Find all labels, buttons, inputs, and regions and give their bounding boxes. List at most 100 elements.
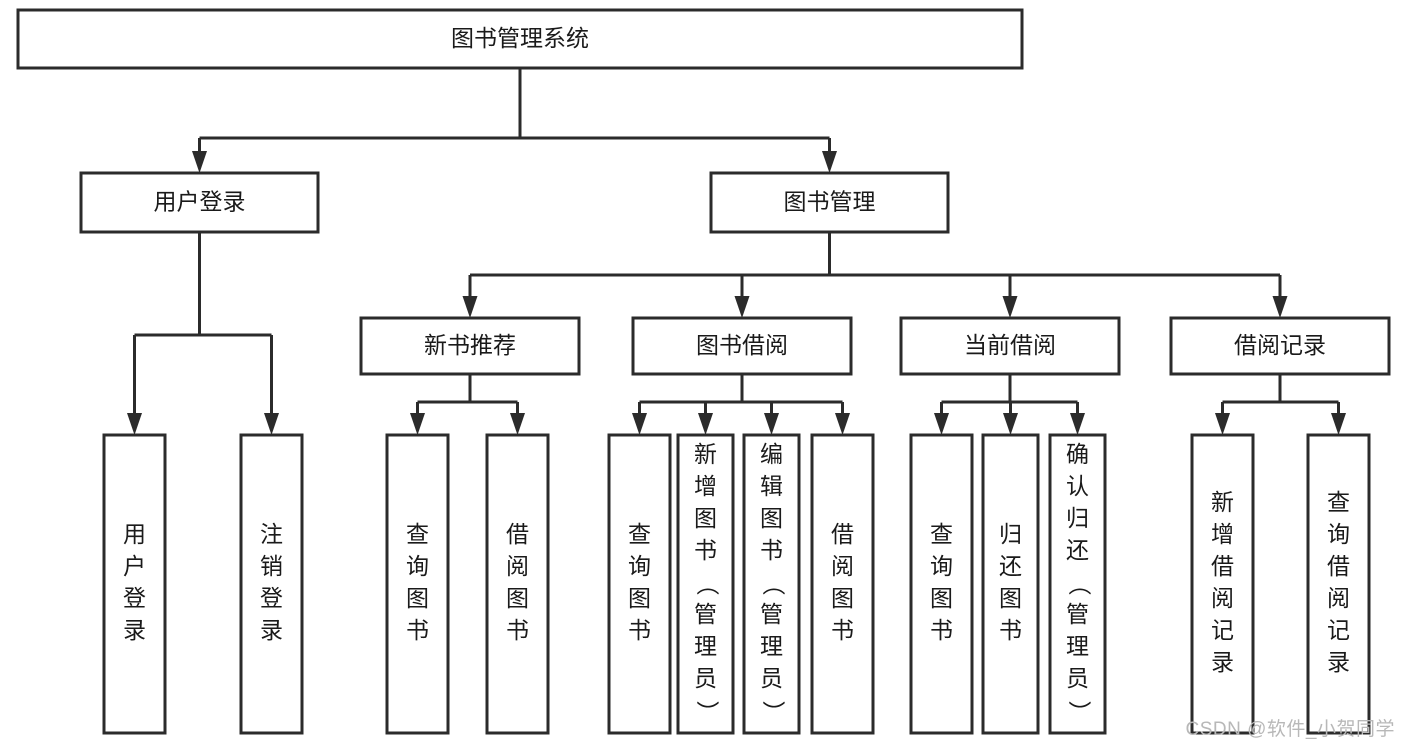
- node-label-char: 书: [694, 537, 717, 563]
- node-label-char: 归: [1066, 505, 1089, 531]
- node-label-char: 用: [123, 521, 146, 547]
- node-label-char: 录: [123, 617, 146, 643]
- node-label-char: 增: [1211, 521, 1234, 547]
- node-box: [1306, 433, 1371, 735]
- node-box: [981, 433, 1040, 735]
- arrow-head-icon: [1331, 413, 1346, 435]
- arrow-head-icon: [1070, 413, 1085, 435]
- node-label-char: ）: [760, 701, 786, 724]
- node-label-char: 录: [1327, 649, 1350, 675]
- node-label-char: 员: [760, 665, 783, 691]
- node-label-char: 书: [506, 617, 529, 643]
- node-box: [676, 433, 735, 735]
- node-label-char: 认: [1066, 473, 1089, 499]
- node-box: [79, 171, 320, 234]
- node-label: 用户登录: [154, 189, 246, 215]
- arrow-head-icon: [822, 151, 837, 173]
- node-label-char: ）: [1066, 701, 1092, 724]
- node-label-char: 图: [406, 585, 429, 611]
- node-label: 图书管理: [784, 189, 876, 215]
- node-label-char: 图: [506, 585, 529, 611]
- node-label-char: 管: [760, 601, 783, 627]
- node-label-char: 编: [760, 441, 783, 467]
- node-label-char: 理: [694, 633, 717, 659]
- node-book-borrow[interactable]: 图书借阅: [631, 316, 853, 376]
- arrow-head-icon: [1272, 296, 1288, 318]
- arrow-head-icon: [698, 413, 713, 435]
- node-label-char: 注: [260, 521, 283, 547]
- node-label-char: 登: [123, 585, 146, 611]
- node-label-char: 查: [1327, 489, 1350, 515]
- arrow-head-icon: [1003, 413, 1018, 435]
- node-label-char: 询: [406, 553, 429, 579]
- node-label-char: 记: [1211, 617, 1234, 643]
- node-label-char: 管: [694, 601, 717, 627]
- node-new-book-recommend[interactable]: 新书推荐: [359, 316, 581, 376]
- node-label-char: 图: [760, 505, 783, 531]
- node-box: [631, 316, 853, 376]
- node-label-char: （: [694, 573, 720, 596]
- node-label: 图书管理系统: [451, 25, 589, 51]
- node-label-char: 新: [1211, 489, 1234, 515]
- node-label-char: 还: [999, 553, 1022, 579]
- edge-group-root: [192, 68, 837, 173]
- node-label-char: 增: [694, 473, 717, 499]
- node-label-char: 图: [694, 505, 717, 531]
- connector-layer: [127, 68, 1346, 435]
- node-box: [16, 8, 1024, 70]
- arrow-head-icon: [510, 413, 525, 435]
- arrow-head-icon: [192, 151, 207, 173]
- node-box: [1048, 433, 1107, 735]
- node-label-char: 书: [831, 617, 854, 643]
- edge-group-new-book-recommend: [410, 374, 525, 435]
- node-box: [810, 433, 875, 735]
- node-label: 借阅记录: [1234, 332, 1326, 358]
- node-label-char: 员: [1066, 665, 1089, 691]
- node-label-char: 询: [628, 553, 651, 579]
- node-leaf-user-login[interactable]: 用户登录: [102, 433, 167, 735]
- node-label-char: 阅: [1211, 585, 1234, 611]
- node-label-char: 借: [831, 521, 854, 547]
- arrow-head-icon: [835, 413, 850, 435]
- node-label-char: （: [1066, 573, 1092, 596]
- arrow-head-icon: [934, 413, 949, 435]
- arrow-head-icon: [462, 296, 478, 318]
- node-label-char: 借: [506, 521, 529, 547]
- arrow-head-icon: [764, 413, 779, 435]
- arrow-head-icon: [410, 413, 425, 435]
- node-root[interactable]: 图书管理系统: [16, 8, 1024, 70]
- node-label-char: 登: [260, 585, 283, 611]
- edge-group-user-login: [127, 232, 279, 435]
- node-current-borrow[interactable]: 当前借阅: [899, 316, 1121, 376]
- node-label: 当前借阅: [964, 332, 1056, 358]
- node-label-char: 员: [694, 665, 717, 691]
- node-label-char: 图: [628, 585, 651, 611]
- node-box: [485, 433, 550, 735]
- node-borrow-record[interactable]: 借阅记录: [1169, 316, 1391, 376]
- node-label-char: 确: [1066, 441, 1089, 467]
- arrow-head-icon: [1002, 296, 1018, 318]
- arrow-head-icon: [264, 413, 279, 435]
- edge-group-book-borrow: [632, 374, 850, 435]
- node-label-char: （: [760, 573, 786, 596]
- node-label-char: 记: [1327, 617, 1350, 643]
- node-box: [909, 433, 974, 735]
- node-user-login[interactable]: 用户登录: [79, 171, 320, 234]
- node-book-manage[interactable]: 图书管理: [709, 171, 950, 234]
- node-label-char: 阅: [1327, 585, 1350, 611]
- node-label-char: 录: [260, 617, 283, 643]
